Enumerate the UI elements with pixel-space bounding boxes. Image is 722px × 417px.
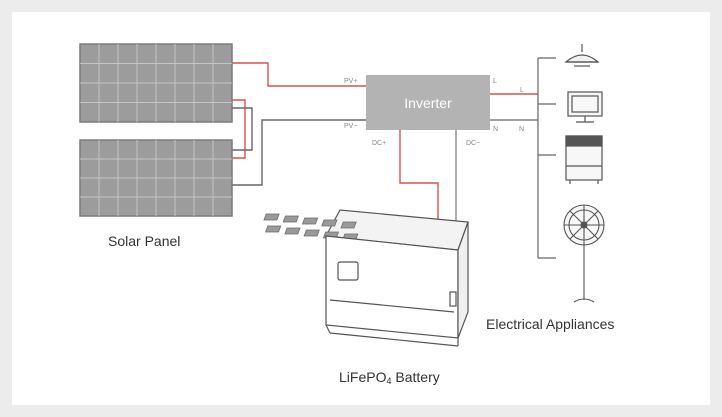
appliances-label: Electrical Appliances: [486, 316, 614, 332]
pv-positive-wire: [232, 62, 366, 159]
battery-icon: [263, 209, 469, 347]
terminal-dc-neg: DC−: [466, 140, 480, 147]
terminal-l: L: [520, 87, 524, 94]
inverter: Inverter: [366, 75, 490, 130]
terminal-n: N: [519, 126, 524, 133]
pv-negative-wire: [232, 107, 366, 186]
monitor-icon: [567, 91, 603, 123]
terminal-dc-pos: DC+: [372, 140, 386, 147]
dc-positive-wire: [399, 130, 439, 240]
fridge-icon: [565, 135, 603, 184]
solar-panel-label: Solar Panel: [108, 233, 180, 249]
terminal-n-out: N: [493, 126, 498, 133]
battery-label: LiFePO4 Battery: [339, 369, 440, 386]
fan-icon: [563, 204, 605, 303]
inverter-label: Inverter: [404, 95, 452, 111]
ceiling-lamp-icon: [564, 44, 600, 67]
solar-panel-bottom: [79, 139, 233, 217]
terminal-pv-pos: PV+: [344, 78, 357, 85]
solar-panel-top: [79, 43, 233, 123]
terminal-l-out: L: [493, 78, 497, 85]
appliance-bus: [537, 57, 556, 259]
terminal-pv-neg: PV−: [344, 123, 357, 130]
